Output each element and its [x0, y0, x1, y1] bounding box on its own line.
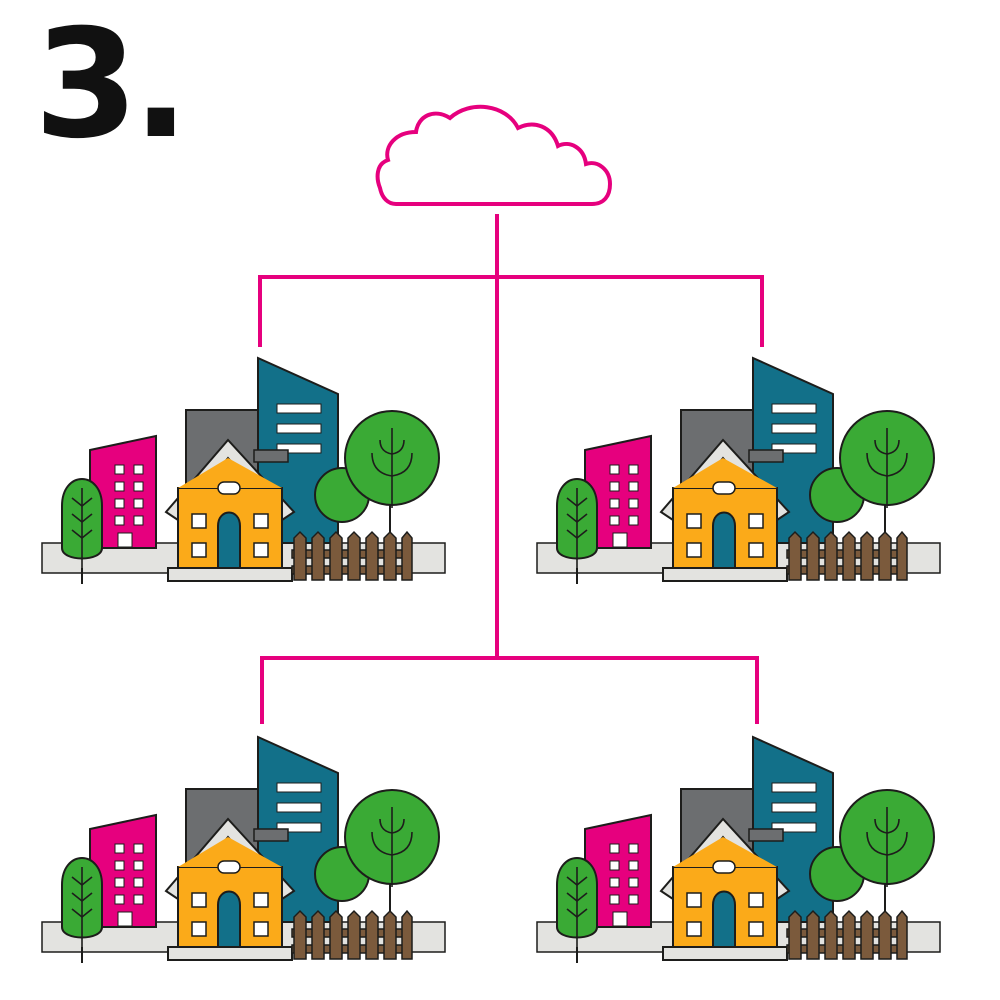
step-number: 3. — [34, 0, 189, 172]
cloud-icon — [375, 104, 613, 206]
neighborhood-top-left — [41, 357, 446, 585]
neighborhood-bottom-right — [536, 736, 941, 964]
neighborhood-top-right — [536, 357, 941, 585]
neighborhood-bottom-left — [41, 736, 446, 964]
connector-lines — [258, 214, 764, 724]
